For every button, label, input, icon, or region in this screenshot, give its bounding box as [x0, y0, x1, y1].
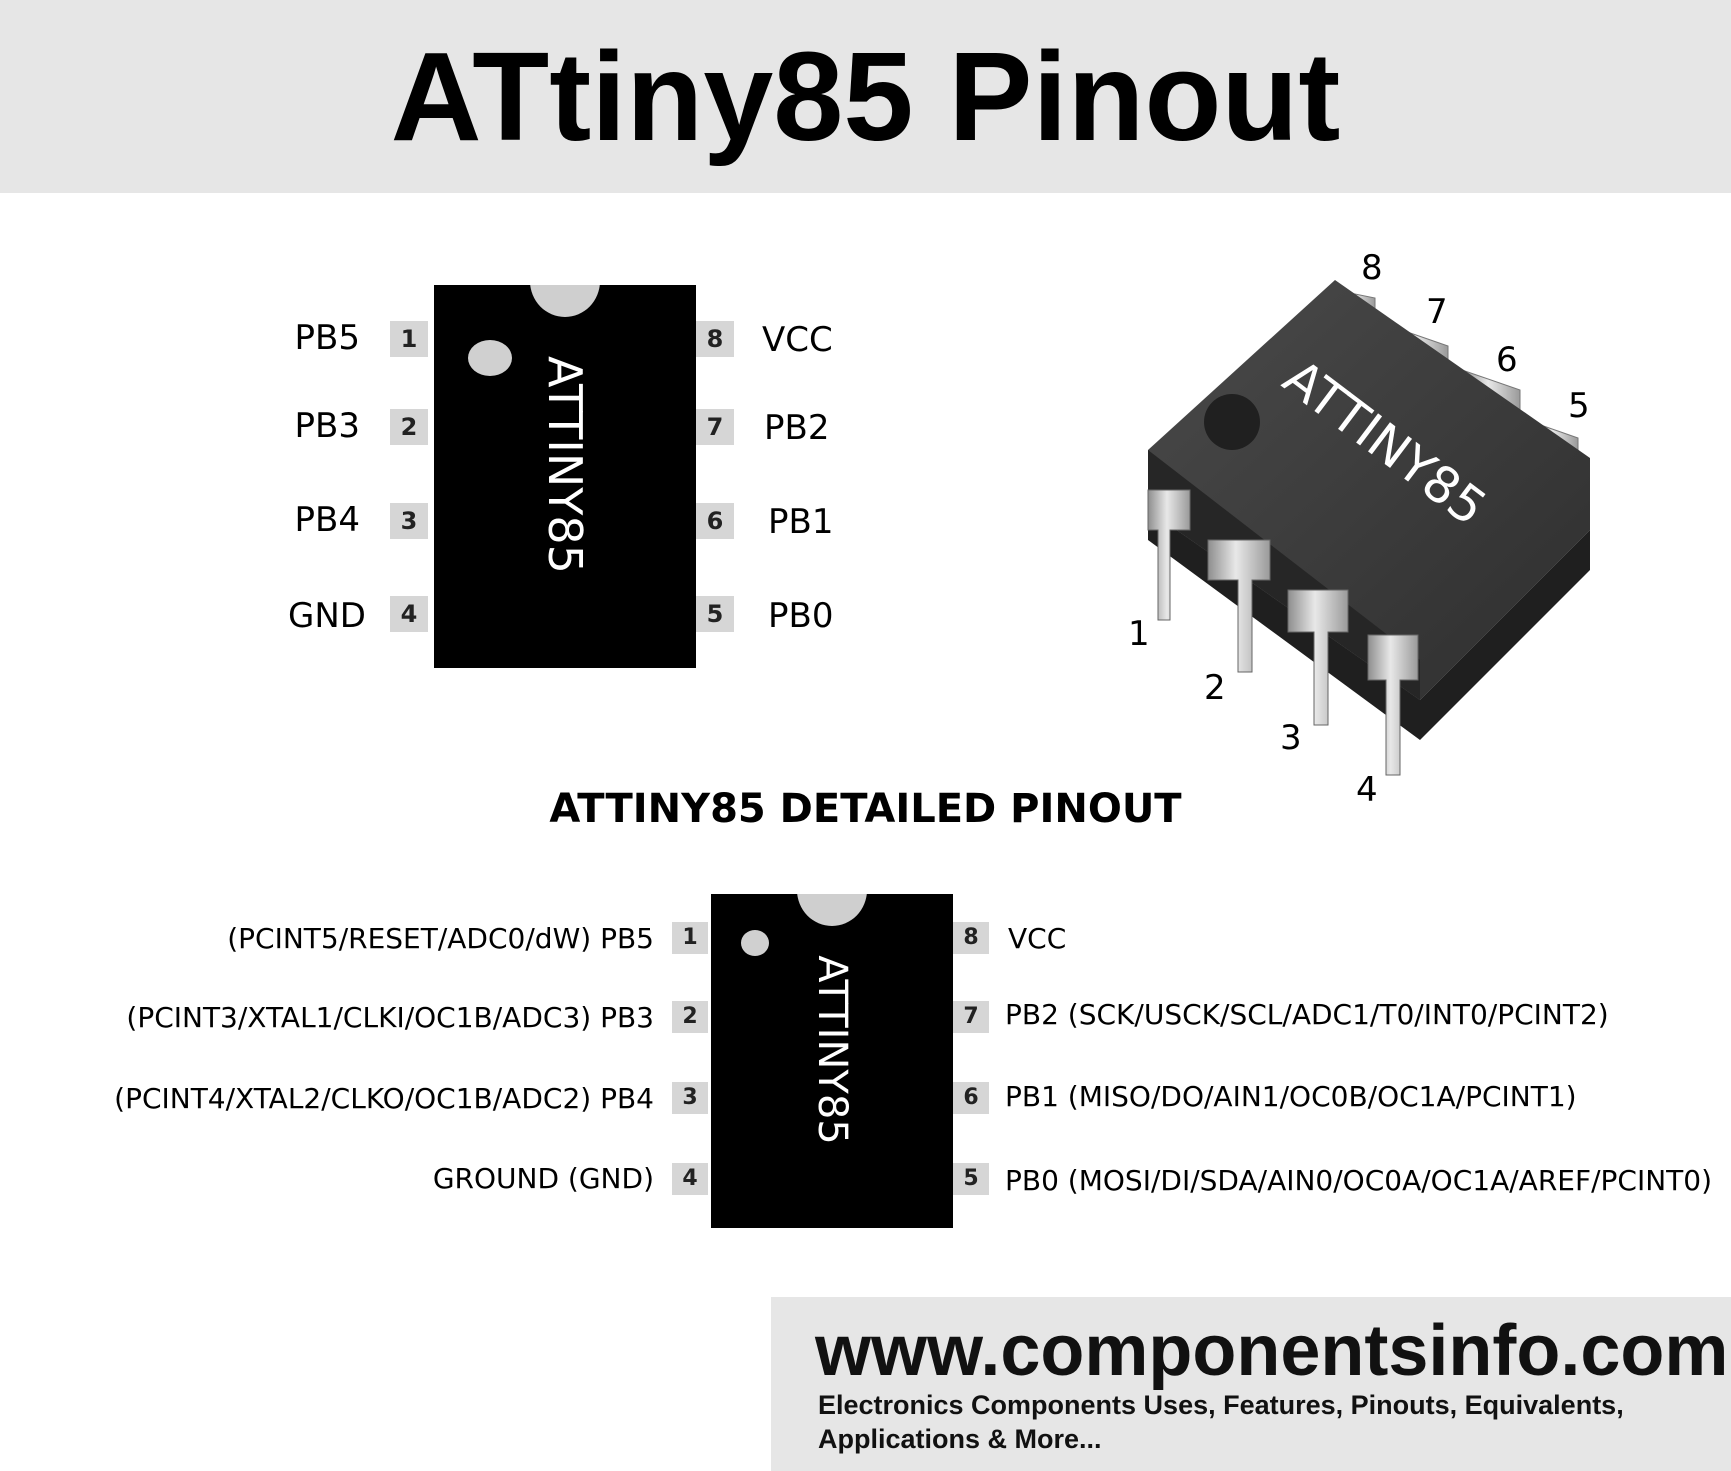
simple-pin-7-pad: 7	[696, 409, 734, 445]
detailed-pin-1-label: (PCINT5/RESET/ADC0/dW) PB5	[227, 922, 654, 955]
detailed-chip-notch	[797, 894, 867, 926]
simple-pin-8-pad: 8	[696, 321, 734, 357]
chip-notch	[530, 285, 600, 317]
detailed-pin-4-label: GROUND (GND)	[432, 1162, 654, 1195]
photo-pin-number-2: 2	[1204, 668, 1226, 708]
detailed-pin-5-pad: 5	[953, 1163, 989, 1195]
footer-banner	[771, 1297, 1731, 1471]
detailed-pin-2-pad: 2	[672, 1001, 708, 1033]
simple-pin-2-pad: 2	[390, 409, 428, 445]
simple-pin-8-label: VCC	[762, 320, 833, 360]
simple-chip-label: ATTINY85	[538, 356, 592, 574]
detailed-pin-8-pad: 8	[953, 922, 989, 954]
page-title: ATtiny85 Pinout	[390, 26, 1341, 167]
detailed-pin-4-pad: 4	[672, 1163, 708, 1195]
front-pins	[1147, 489, 1419, 776]
detailed-pin-5-label: PB0 (MOSI/DI/SDA/AIN0/OC0A/OC1A/AREF/PCI…	[1005, 1164, 1712, 1197]
simple-pin-6-pad: 6	[696, 503, 734, 539]
photo-pin-number-7: 7	[1426, 292, 1448, 332]
photo-pin-number-6: 6	[1496, 340, 1518, 380]
detailed-chip-body: ATTINY85	[711, 894, 953, 1228]
simple-pin-1-label: PB5	[294, 318, 360, 358]
footer-tagline-line1: Electronics Components Uses, Features, P…	[818, 1390, 1624, 1420]
detailed-pin-6-label: PB1 (MISO/DO/AIN1/OC0B/OC1A/PCINT1)	[1005, 1080, 1577, 1113]
simple-chip-body: ATTINY85	[434, 285, 696, 668]
photo-pin-number-1: 1	[1128, 614, 1150, 654]
detailed-pin-7-pad: 7	[953, 1001, 989, 1033]
simple-pin-5-pad: 5	[696, 596, 734, 632]
simple-pin-3-pad: 3	[390, 503, 428, 539]
photo-pin-number-8: 8	[1361, 248, 1383, 288]
simple-pin-5-label: PB0	[768, 596, 834, 636]
simple-pin-4-label: GND	[288, 596, 366, 636]
simple-pin-1-pad: 1	[390, 321, 428, 357]
simple-pin-3-label: PB4	[294, 500, 360, 540]
photo-pin-number-3: 3	[1280, 718, 1302, 758]
simple-pin-2-label: PB3	[294, 406, 360, 446]
detailed-pin-7-label: PB2 (SCK/USCK/SCL/ADC1/T0/INT0/PCINT2)	[1005, 998, 1609, 1031]
detailed-pin-8-label: VCC	[1008, 922, 1067, 955]
simple-pin-6-label: PB1	[768, 502, 834, 542]
chip-photo: ATTINY85	[1147, 280, 1590, 776]
detailed-pin-2-label: (PCINT3/XTAL1/CLKI/OC1B/ADC3) PB3	[126, 1001, 654, 1034]
chip-photo-body	[1148, 280, 1590, 700]
chip-photo-dot	[1204, 394, 1260, 450]
simple-pin-7-label: PB2	[764, 408, 830, 448]
header-banner	[0, 0, 1731, 193]
detailed-pin-3-label: (PCINT4/XTAL2/CLKO/OC1B/ADC2) PB4	[114, 1082, 654, 1115]
detailed-pinout-heading: ATTINY85 DETAILED PINOUT	[549, 786, 1182, 832]
detailed-pin1-marker-dot	[741, 930, 769, 956]
detailed-pin-3-pad: 3	[672, 1082, 708, 1114]
photo-pin-number-5: 5	[1568, 386, 1590, 426]
detailed-pin-1-pad: 1	[672, 922, 708, 954]
detailed-chip-label: ATTINY85	[809, 955, 855, 1145]
simple-pin-4-pad: 4	[390, 596, 428, 632]
footer-tagline-line2: Applications & More...	[818, 1424, 1102, 1454]
detailed-pin-6-pad: 6	[953, 1082, 989, 1114]
pin1-marker-dot	[468, 340, 512, 376]
photo-pin-number-4: 4	[1356, 770, 1378, 810]
footer-site-url[interactable]: www.componentsinfo.com	[815, 1311, 1729, 1391]
